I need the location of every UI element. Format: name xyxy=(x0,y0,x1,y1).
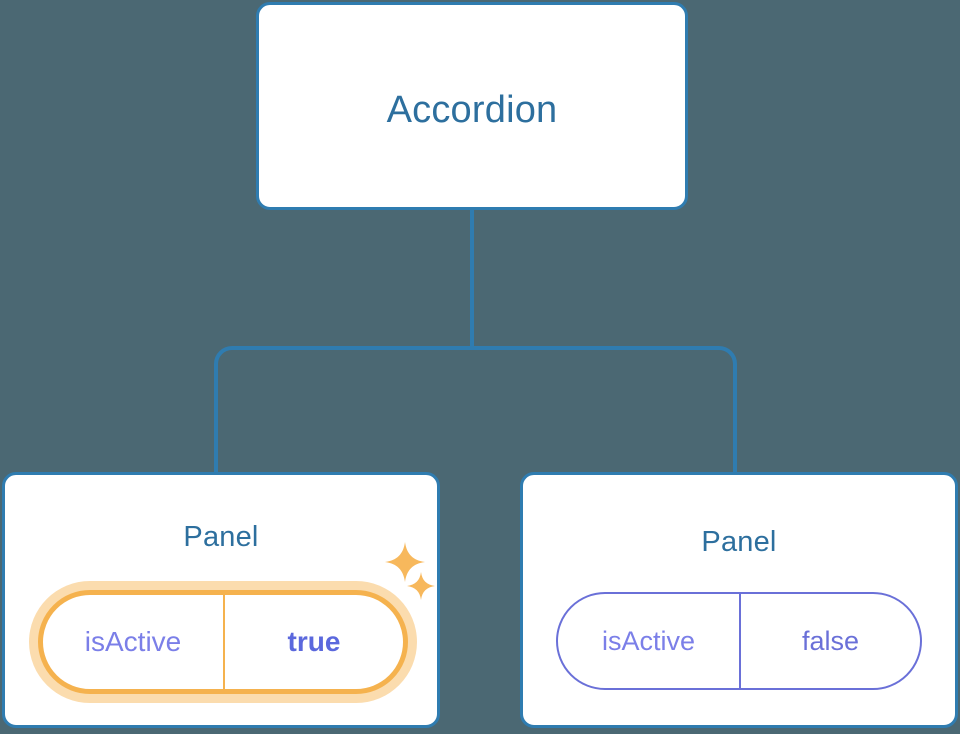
connector-bus-right xyxy=(472,346,737,472)
tree-node-accordion[interactable]: Accordion xyxy=(256,2,688,210)
connector-bus-left xyxy=(214,346,472,472)
prop-pill-isactive-false[interactable]: isActive false xyxy=(556,592,922,690)
prop-key-isactive-true: isActive xyxy=(84,626,182,657)
node-title-accordion: Accordion xyxy=(386,89,558,131)
node-title-panel-active: Panel xyxy=(183,521,259,553)
prop-value-isactive-false: false xyxy=(739,594,920,688)
node-title-panel-inactive: Panel xyxy=(701,526,777,558)
prop-key-isactive-false: isActive xyxy=(601,625,696,656)
prop-pill-isactive-true[interactable]: isActive true xyxy=(38,590,408,694)
prop-value-isactive-true: true xyxy=(223,595,403,689)
